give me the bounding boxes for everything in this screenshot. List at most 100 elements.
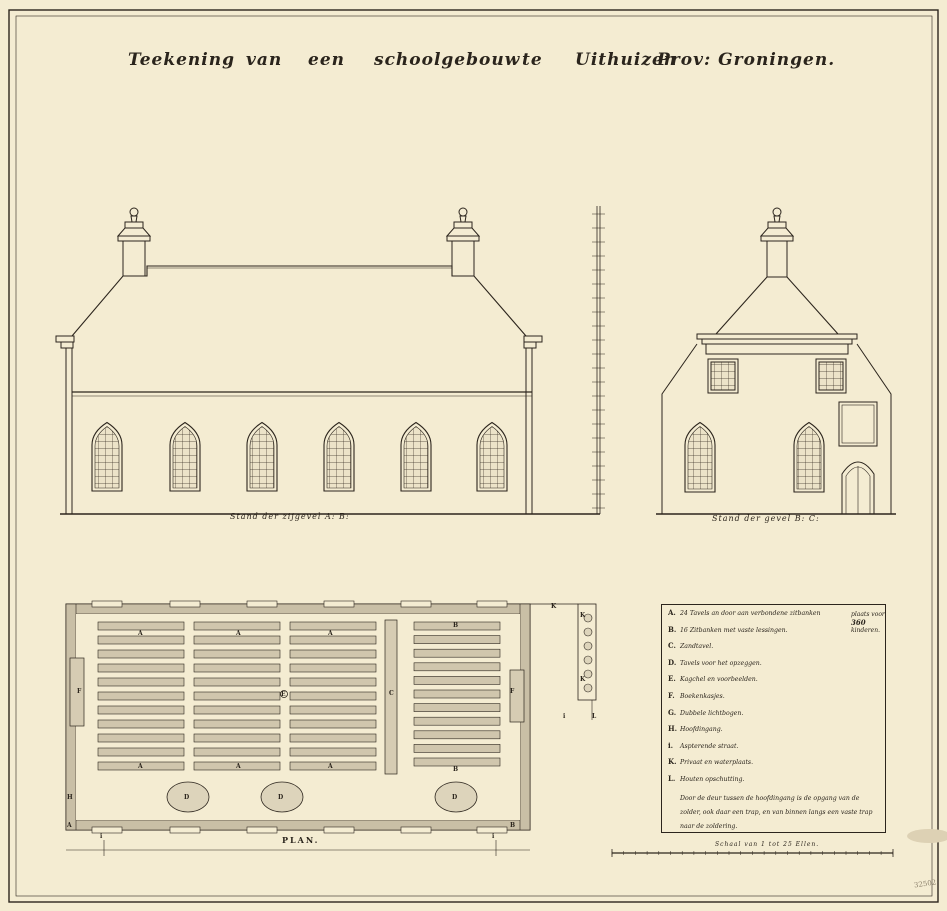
privy-seat xyxy=(583,613,593,623)
legend-text: Houten opschutting. xyxy=(680,775,745,783)
bench xyxy=(97,691,185,701)
bench xyxy=(193,649,281,659)
title-word-7: Prov: Groningen. xyxy=(657,50,836,70)
title-word-4: schoolgebouw xyxy=(374,50,521,70)
bench xyxy=(97,649,185,659)
bench xyxy=(413,676,501,685)
plan-letter-a: A xyxy=(138,630,143,637)
legend-key: B. xyxy=(668,625,677,634)
plan-letter-i: i xyxy=(100,833,103,840)
bench xyxy=(193,663,281,673)
title-word-3: een xyxy=(308,50,345,70)
plan-letter-k: K xyxy=(551,603,557,610)
bench xyxy=(413,648,501,658)
bench xyxy=(97,621,185,631)
bench xyxy=(289,649,377,659)
plan-letter-i: i xyxy=(563,713,566,720)
bench xyxy=(97,663,185,673)
legend-text: 16 Zitbanken met vaste lessingen. xyxy=(680,626,788,634)
bench xyxy=(97,747,185,757)
title-word-5: te xyxy=(522,50,543,70)
plan-letter-d: D xyxy=(184,794,190,801)
plan-letter-a: A xyxy=(328,630,333,637)
bench xyxy=(413,621,501,631)
bench xyxy=(413,730,501,740)
bench xyxy=(193,691,281,701)
plan-letter-k: K xyxy=(580,612,586,619)
bench xyxy=(413,757,501,767)
bench xyxy=(289,733,377,743)
title-word-6: Uithuizen xyxy=(575,50,678,70)
side-elevation xyxy=(55,207,600,515)
legend-text: Aspterende straat. xyxy=(680,742,739,750)
bench xyxy=(193,719,281,729)
arched-window xyxy=(323,421,355,492)
legend-brace-line: kinderen. xyxy=(851,627,881,634)
window-opening xyxy=(91,600,123,608)
paper-stain xyxy=(907,829,947,843)
bench xyxy=(289,705,377,715)
plan-letter-a: A xyxy=(67,822,72,829)
chimney-left xyxy=(116,207,152,277)
legend-text: 24 Tavels an door aan verbondene zitbank… xyxy=(680,610,821,617)
arched-window xyxy=(400,421,432,492)
legend-item: K.Privaat en waterplaats. xyxy=(668,758,879,775)
bench xyxy=(97,677,185,687)
plan-letter-k: K xyxy=(580,676,586,683)
legend-key: L. xyxy=(668,774,676,783)
bench xyxy=(193,677,281,687)
bench xyxy=(97,635,185,645)
legend-item: E.Kagchel en voorbeelden. xyxy=(668,675,879,692)
bench xyxy=(413,703,501,712)
plan-letter-d: D xyxy=(452,794,458,801)
window-opening xyxy=(246,600,278,608)
legend-key: A. xyxy=(668,609,676,617)
privy-seat xyxy=(583,683,593,693)
legend-key: E. xyxy=(668,675,676,684)
plan-letter-f: F xyxy=(77,688,82,695)
legend-text: Hoofdingang. xyxy=(680,726,723,734)
arched-window xyxy=(684,421,716,493)
legend-brace-note: plaats voor 360 kinderen. xyxy=(851,611,885,635)
plan-letter-i: i xyxy=(492,833,495,840)
end-elevation xyxy=(656,207,896,515)
window-opening xyxy=(246,826,278,834)
legend-item: D.Tavels voor het opzeggen. xyxy=(668,659,879,676)
chimney-end xyxy=(759,207,795,278)
legend-text: Privaat en waterplaats. xyxy=(680,759,754,767)
bench xyxy=(97,705,185,715)
height-staff xyxy=(592,206,605,514)
bench xyxy=(289,719,377,729)
bench xyxy=(413,662,501,672)
window-opening xyxy=(323,826,355,834)
end-elevation-windows xyxy=(684,421,825,493)
arched-window xyxy=(476,421,508,492)
bench xyxy=(413,716,501,726)
plan-letter-f: F xyxy=(510,688,515,695)
plan-letter-a: A xyxy=(236,630,241,637)
plan-letter-e: E xyxy=(281,691,286,698)
bench xyxy=(97,719,185,729)
plan-letter-c: C xyxy=(389,690,394,697)
bench xyxy=(413,744,501,753)
caption-end-elevation: Stand der gevel B: C: xyxy=(712,514,820,523)
window-opening xyxy=(169,826,201,834)
bench xyxy=(97,733,185,743)
plan-letter-a: A xyxy=(138,763,143,770)
plan-letter-a: A xyxy=(328,763,333,770)
outer-border xyxy=(8,9,939,903)
legend-item: L. Houten opschutting. xyxy=(668,775,879,792)
legend-key: C. xyxy=(668,642,676,651)
legend-item: A. 24 Tavels an door aan verbondene zitba… xyxy=(668,609,879,626)
bench xyxy=(289,677,377,687)
legend-item: i.Aspterende straat. xyxy=(668,742,879,759)
bench xyxy=(193,761,281,771)
legend-box: A. 24 Tavels an door aan verbondene zitba… xyxy=(661,604,886,833)
window-opening xyxy=(476,600,508,608)
title-word-1: Teekening xyxy=(128,50,235,70)
bench xyxy=(193,621,281,631)
legend-note: Door de deur tussen de hoofdingang is de… xyxy=(680,794,873,830)
bench xyxy=(289,621,377,631)
bench xyxy=(413,689,501,699)
plan-letter-h: H xyxy=(67,794,73,801)
